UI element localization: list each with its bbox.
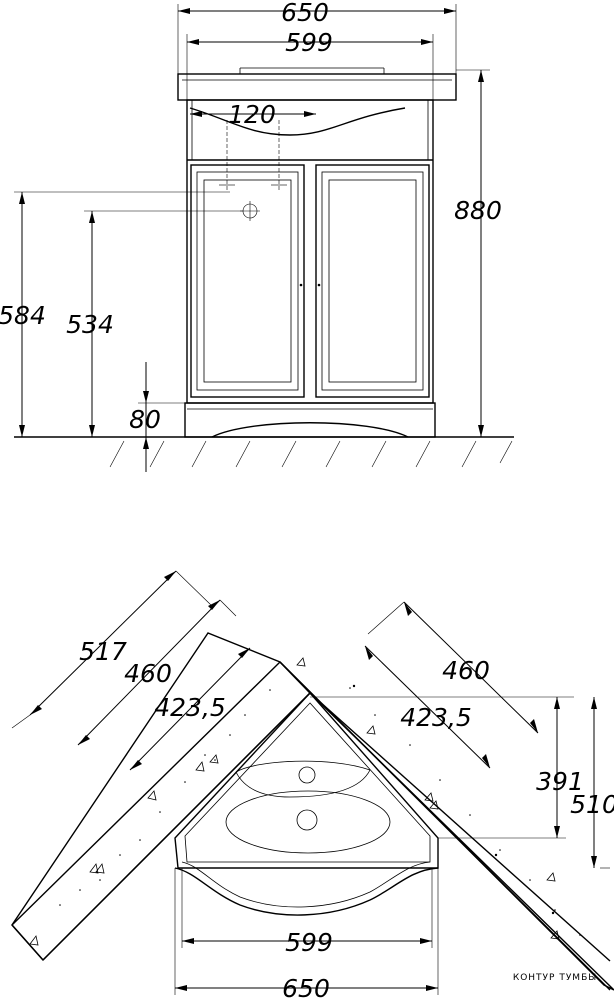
dim-side-e: 423,5 [400,703,472,732]
dim-depth-a: 391 [536,767,584,796]
dim-depth-b: 510 [570,790,614,819]
front-view: 650 599 120 880 584 534 80 [0,0,514,472]
cabinet-contour [174,691,439,869]
dim-side-d: 460 [442,656,490,685]
dim-side-c: 423,5 [154,693,226,722]
front-curve [174,867,439,916]
right-knob [317,283,321,287]
dim-front-width: 599 [285,928,333,957]
left-door [190,164,305,398]
dim-drain-height-b: 534 [66,310,114,339]
dim-basin-offset: 120 [228,100,276,129]
basin-curve [189,107,406,136]
plinth-arch [211,422,409,438]
plinth [184,402,436,438]
plan-view: 517 460 423,5 460 423,5 391 510 [11,570,614,1000]
dim-total-height: 880 [454,196,502,225]
faucet-hole [298,766,316,784]
dim-side-a: 517 [79,637,127,666]
dim-plinth-height: 80 [129,405,161,434]
contour-note: КОНТУР ТУМБЫ [513,973,597,983]
dim-drain-height-a: 584 [0,301,46,330]
dim-plan-overall-width: 650 [282,974,330,1000]
dim-side-b: 460 [124,659,172,688]
cabinet-body [186,99,434,404]
dim-overall-width: 650 [281,0,329,27]
left-knob [299,283,303,287]
dim-cabinet-width: 599 [285,28,333,57]
bowl-drain [296,809,318,831]
right-door [315,164,430,398]
basin-rim [235,760,371,798]
countertop [177,73,457,101]
basin-bowl [225,790,391,854]
